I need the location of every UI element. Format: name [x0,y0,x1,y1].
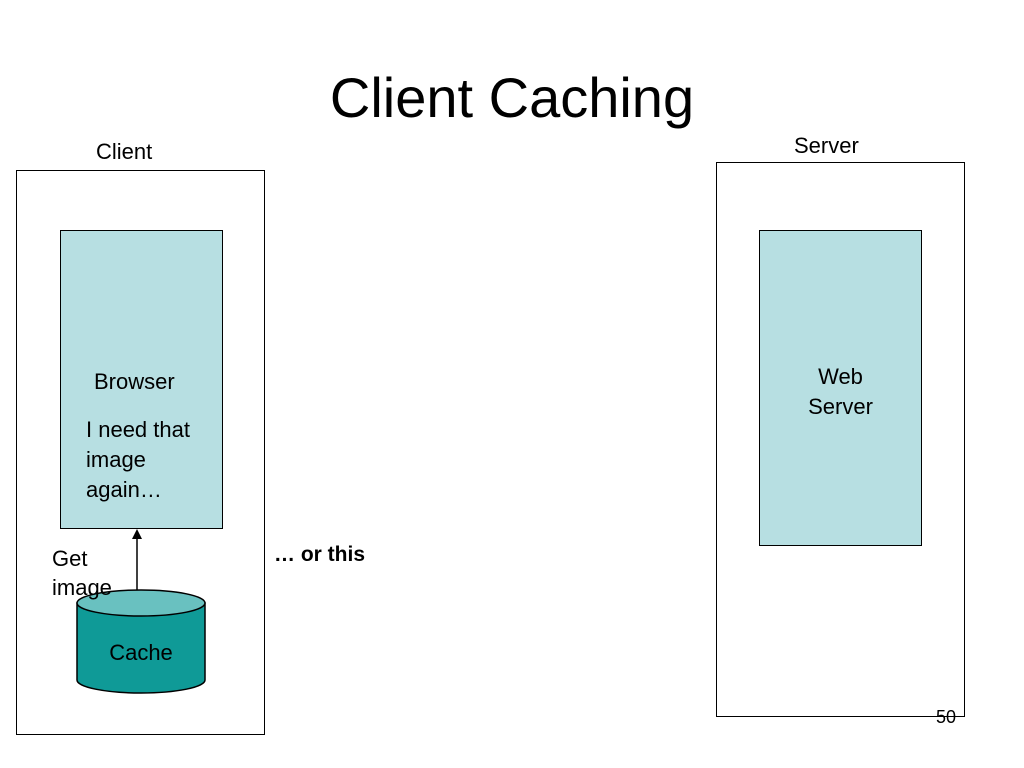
browser-note-line: image [86,447,146,472]
or-this-note: … or this [274,543,366,566]
slide-title: Client Caching [329,66,695,129]
web-server-line: Server [808,394,873,419]
client-box [16,170,265,735]
web-server-label: Web Server [759,362,922,422]
page-number: 50 [936,707,957,727]
cache-body [76,602,206,694]
get-image-arrow [132,529,142,590]
browser-note: I need that image again… [86,415,190,505]
cache-cylinder [76,589,206,694]
client-label: Client [96,139,153,164]
get-image-label: Get image [52,544,112,602]
browser-box [60,230,223,529]
server-label: Server [794,133,859,158]
get-image-line: image [52,575,112,600]
server-box [716,162,965,717]
web-server-line: Web [818,364,863,389]
cache-top [76,589,206,617]
browser-note-line: I need that [86,417,190,442]
browser-label: Browser [94,369,175,394]
cache-label: Cache [109,640,173,665]
get-image-line: Get [52,546,88,571]
browser-note-line: again… [86,477,162,502]
web-server-box [759,230,922,546]
